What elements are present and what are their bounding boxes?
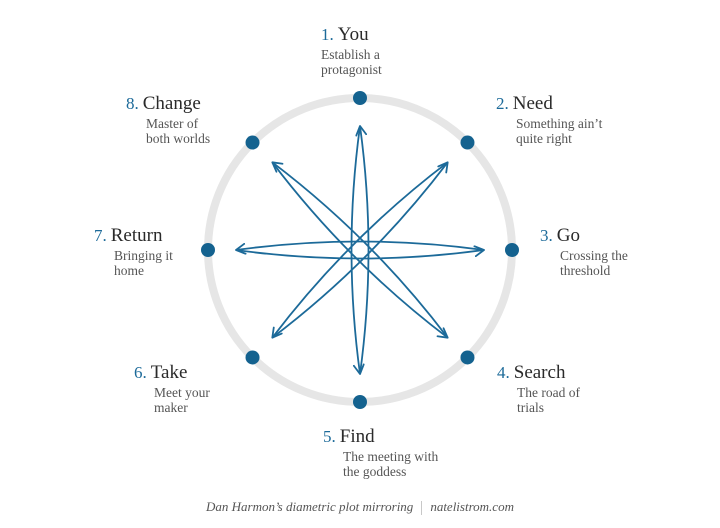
arrow-2-to-6 bbox=[271, 161, 449, 339]
footer-divider bbox=[421, 501, 423, 516]
step-number: 7. bbox=[94, 226, 107, 245]
step-number: 5. bbox=[323, 427, 336, 446]
step-title: Take bbox=[150, 362, 188, 383]
step-node-8 bbox=[245, 135, 260, 150]
arrow-6-to-2 bbox=[271, 161, 449, 339]
arrow-3-to-7 bbox=[235, 240, 485, 255]
step-number: 3. bbox=[540, 226, 553, 245]
arrow-8-to-4 bbox=[271, 161, 449, 339]
nodes-layer bbox=[201, 91, 519, 409]
step-title: Need bbox=[512, 93, 553, 114]
step-title: Find bbox=[339, 426, 375, 447]
step-title: You bbox=[337, 24, 369, 45]
step-node-5 bbox=[353, 395, 367, 409]
arrow-4-to-8 bbox=[271, 161, 449, 339]
step-node-2 bbox=[460, 135, 475, 150]
arrow-1-to-5 bbox=[350, 125, 365, 375]
step-title: Change bbox=[142, 93, 201, 114]
step-number: 6. bbox=[134, 363, 147, 382]
footer: Dan Harmon’s diametric plot mirroring nat… bbox=[0, 499, 720, 516]
step-title: Return bbox=[110, 225, 163, 246]
step-node-4 bbox=[460, 350, 475, 365]
footer-caption: Dan Harmon’s diametric plot mirroring bbox=[206, 499, 414, 514]
step-title: Go bbox=[556, 225, 580, 246]
step-title: Search bbox=[513, 362, 566, 383]
step-number: 1. bbox=[321, 25, 334, 44]
step-number: 2. bbox=[496, 94, 509, 113]
step-number: 4. bbox=[497, 363, 510, 382]
step-node-1 bbox=[353, 91, 367, 105]
step-node-7 bbox=[201, 243, 215, 257]
footer-source: natelistrom.com bbox=[430, 499, 514, 514]
arrow-7-to-3 bbox=[235, 245, 485, 260]
step-number: 8. bbox=[126, 94, 139, 113]
arrow-5-to-1 bbox=[355, 125, 370, 375]
step-node-3 bbox=[505, 243, 519, 257]
arrows-layer bbox=[235, 125, 485, 375]
step-node-6 bbox=[245, 350, 260, 365]
